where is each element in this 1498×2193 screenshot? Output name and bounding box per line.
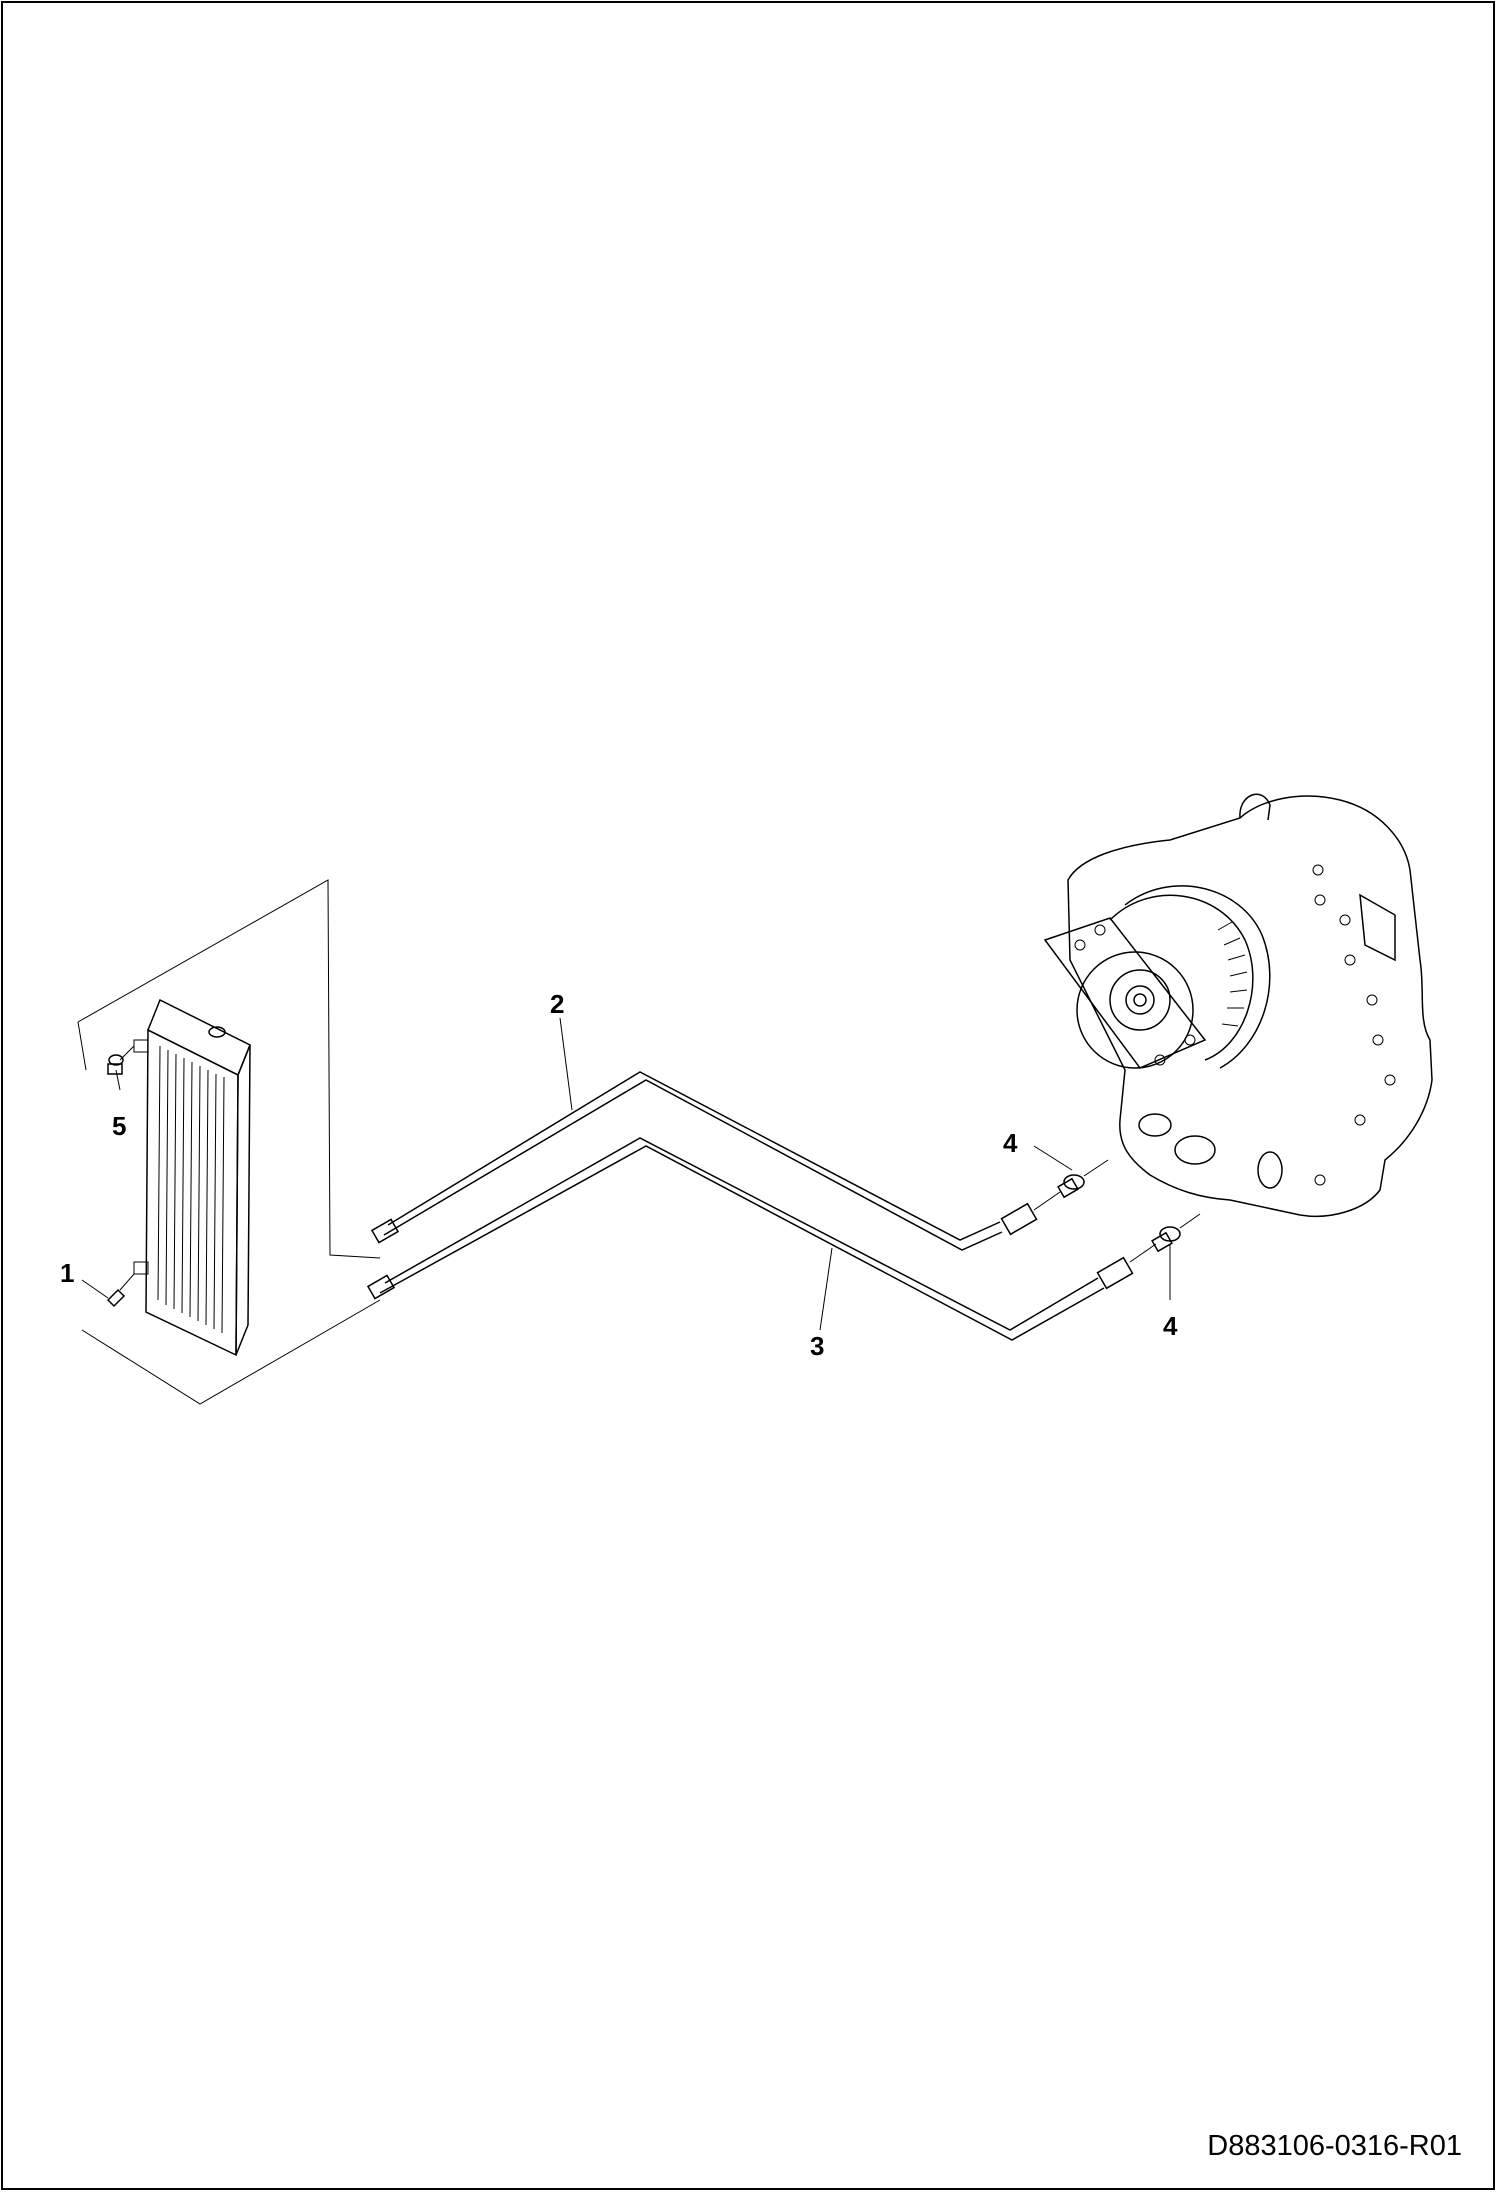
fitting-5[interactable] (107, 1045, 135, 1075)
document-id: D883106-0316-R01 (1207, 2130, 1462, 2162)
oil-cooler[interactable] (133, 998, 251, 1357)
adapter-4-lower[interactable] (1129, 1213, 1201, 1263)
callout-5: 5 (112, 1111, 126, 1141)
callout-4-lower: 4 (1163, 1311, 1178, 1341)
callout-leaders (81, 1017, 1171, 1331)
callout-4-upper: 4 (1003, 1128, 1018, 1158)
callout-3: 3 (810, 1331, 824, 1361)
transmission[interactable] (1043, 793, 1433, 1217)
adapter-4-upper[interactable] (1033, 1159, 1109, 1211)
fitting-1[interactable] (106, 1273, 135, 1308)
tube-3[interactable] (366, 1137, 1134, 1341)
callout-2: 2 (550, 989, 564, 1019)
tube-2[interactable] (370, 1071, 1038, 1251)
callout-1: 1 (60, 1258, 74, 1288)
mounting-bracket-outline (77, 879, 381, 1405)
